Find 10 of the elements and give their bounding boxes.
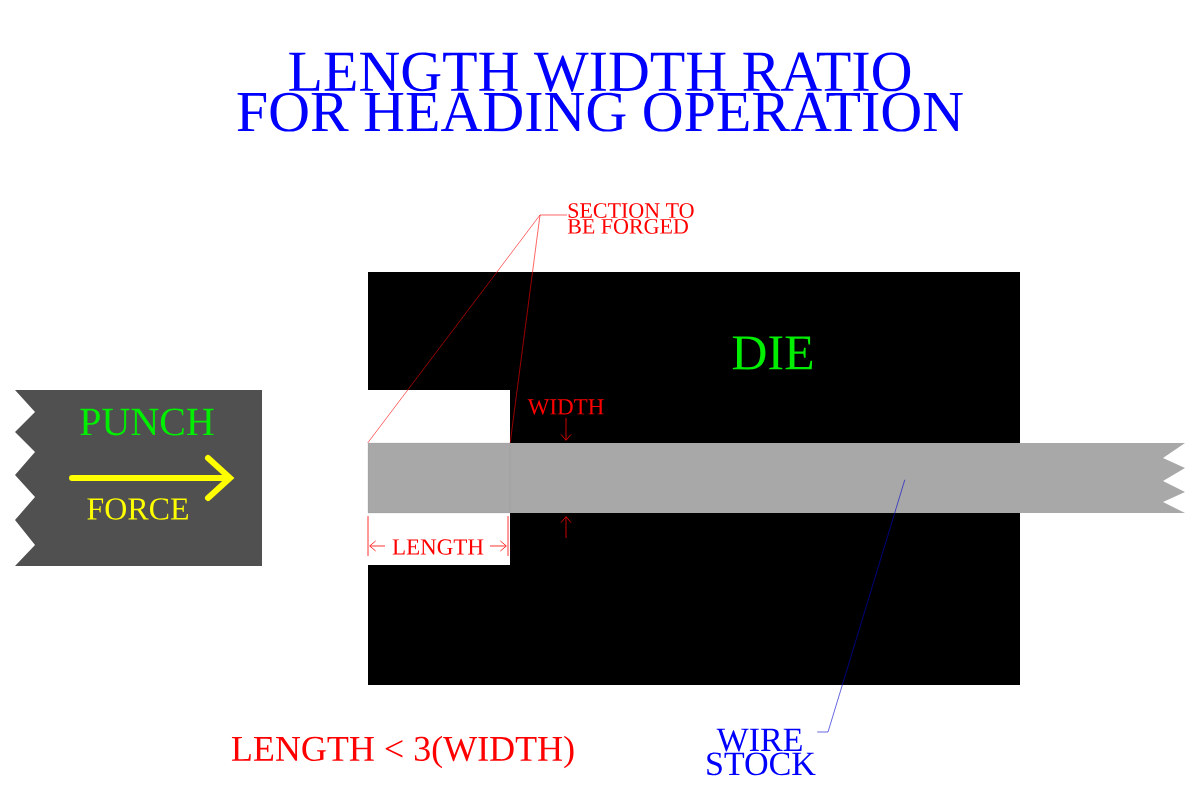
title: LENGTH WIDTH RATIO FOR HEADING OPERATION xyxy=(237,52,963,132)
callout-text: WIRE STOCK xyxy=(707,728,816,776)
callout-text: SECTION TO BE FORGED xyxy=(567,203,694,234)
leader-line xyxy=(509,214,541,444)
punch-block: PUNCH FORCE xyxy=(15,390,262,566)
leader-line xyxy=(816,479,906,733)
formula-text: LENGTH < 3(WIDTH) xyxy=(231,735,574,769)
dimension-label: LENGTH xyxy=(391,538,485,556)
leader-line xyxy=(367,214,541,444)
dimension-label: WIDTH xyxy=(527,399,604,415)
